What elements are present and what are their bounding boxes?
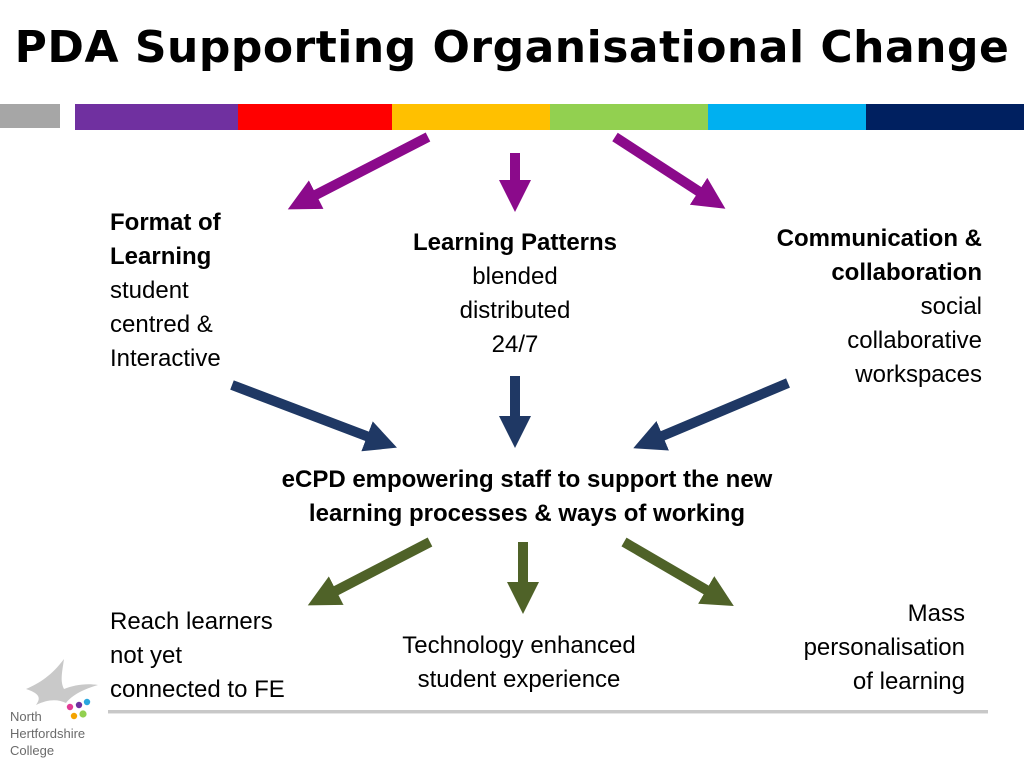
- patterns-line-3: 24/7: [491, 331, 539, 358]
- technology-line-1: Technology enhanced: [402, 632, 636, 659]
- format-heading-2: Learning: [110, 243, 212, 270]
- band-blue: [708, 104, 866, 130]
- patterns-line-1: blended: [472, 263, 558, 290]
- logo-dot-purple: [75, 701, 83, 709]
- reach-line-1: Reach learners: [110, 608, 273, 635]
- ecpd-line-1: eCPD empowering staff to support the new: [281, 466, 773, 493]
- arrow-bottom-left: [307, 537, 433, 606]
- logo-dot-blue: [83, 698, 91, 706]
- mass-line-2: personalisation: [803, 634, 965, 661]
- communication-line-2: collaborative: [847, 327, 982, 354]
- format-line-2: centred &: [110, 311, 213, 338]
- logo-line-3: College: [10, 743, 55, 758]
- swallow-icon: [26, 659, 98, 705]
- band-green: [550, 104, 708, 130]
- communication-box: Communication & collaboration social col…: [700, 222, 982, 392]
- patterns-line-2: distributed: [459, 297, 571, 324]
- technology-box: Technology enhanced student experience: [368, 629, 670, 697]
- arrow-mid-left: [230, 380, 397, 452]
- format-heading-1: Format of: [110, 209, 221, 236]
- logo-dot-pink: [66, 703, 74, 711]
- logo-text: North Hertfordshire College: [10, 708, 85, 759]
- format-of-learning-box: Format of Learning student centred & Int…: [110, 206, 270, 376]
- reach-learners-box: Reach learners not yet connected to FE: [110, 605, 340, 707]
- color-band: [75, 104, 1024, 130]
- band-yellow: [392, 104, 550, 130]
- communication-heading-1: Communication &: [776, 225, 982, 252]
- arrow-mid-right: [633, 378, 790, 451]
- arrow-top-right: [612, 132, 726, 209]
- logo-dot-orange: [70, 712, 78, 720]
- mass-line-1: Mass: [907, 600, 965, 627]
- learning-patterns-box: Learning Patterns blended distributed 24…: [365, 226, 665, 362]
- communication-line-1: social: [920, 293, 982, 320]
- gray-tab: [0, 104, 60, 128]
- patterns-heading: Learning Patterns: [412, 229, 618, 256]
- footer-divider: [108, 710, 988, 714]
- mass-line-3: of learning: [852, 668, 965, 695]
- reach-line-3: connected to FE: [110, 676, 285, 703]
- mass-personalisation-box: Mass personalisation of learning: [745, 597, 965, 699]
- band-red: [238, 104, 392, 130]
- arrow-top-left: [287, 132, 431, 210]
- communication-heading-2: collaboration: [831, 259, 982, 286]
- logo-dot-green: [79, 710, 87, 718]
- format-line-3: Interactive: [110, 345, 221, 372]
- band-purple: [75, 104, 238, 130]
- format-line-1: student: [110, 277, 189, 304]
- communication-line-3: workspaces: [855, 361, 982, 388]
- ecpd-box: eCPD empowering staff to support the new…: [212, 463, 842, 531]
- ecpd-line-2: learning processes & ways of working: [308, 500, 746, 527]
- band-navy: [866, 104, 1024, 130]
- reach-line-2: not yet: [110, 642, 183, 669]
- arrow-bottom-right: [621, 537, 734, 607]
- logo-line-2: Hertfordshire: [10, 726, 86, 741]
- technology-line-2: student experience: [417, 666, 621, 693]
- slide-title: PDA Supporting Organisational Change: [14, 22, 1010, 73]
- college-logo: [26, 659, 98, 720]
- logo-line-1: North: [10, 709, 42, 724]
